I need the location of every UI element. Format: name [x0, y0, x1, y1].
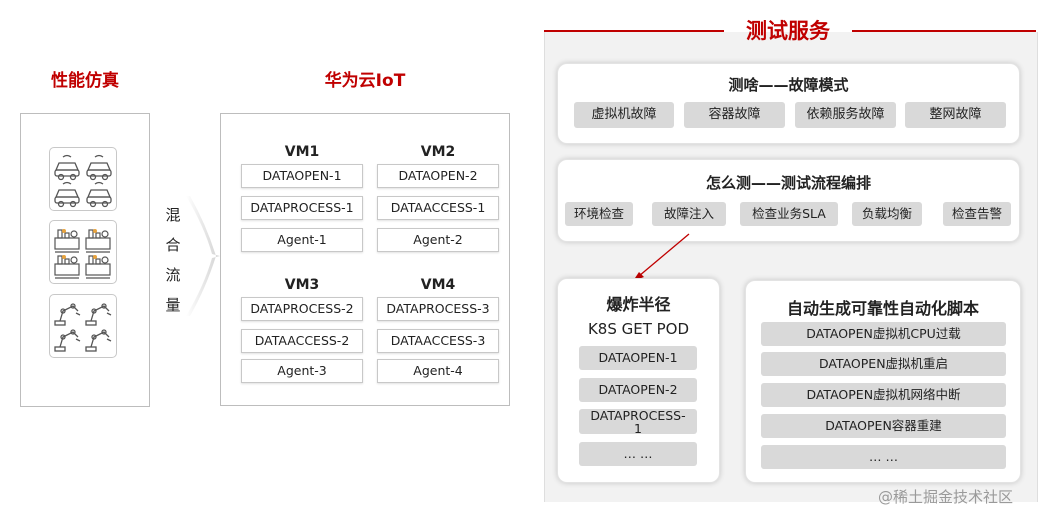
vm3-item: DATAPROCESS-2 — [241, 297, 363, 321]
test-flow-chip: 环境检查 — [565, 202, 633, 226]
vm1-item: DATAPROCESS-1 — [241, 196, 363, 220]
vm2-item: DATAOPEN-2 — [377, 164, 499, 188]
test-flow-title: 怎么测——测试流程编排 — [705, 174, 871, 192]
test-flow-chip: 故障注入 — [652, 202, 726, 226]
auto-script-item: DATAOPEN虚拟机重启 — [761, 352, 1006, 376]
watermark: @稀土掘金技术社区 — [878, 488, 1014, 506]
vm2-title: VM2 — [420, 144, 456, 160]
vm3-item: Agent-3 — [241, 359, 363, 383]
fault-mode-title: 测啥——故障模式 — [728, 76, 849, 94]
auto-script-item: DATAOPEN虚拟机网络中断 — [761, 383, 1006, 407]
iot-box — [220, 113, 510, 406]
perf-sim-title: 性能仿真 — [51, 71, 119, 91]
auto-script-item: DATAOPEN虚拟机CPU过载 — [761, 322, 1006, 346]
factory-icon — [49, 220, 117, 284]
auto-script-title: 自动生成可靠性自动化脚本 — [786, 299, 979, 318]
blast-radius-item: DATAPROCESS- 1 — [579, 409, 697, 434]
vm1-title: VM1 — [284, 144, 320, 160]
service-title: 测试服务 — [746, 19, 830, 43]
service-title-line-right — [852, 30, 1036, 32]
test-flow-chip: 负载均衡 — [852, 202, 922, 226]
blast-radius-item: DATAOPEN-1 — [579, 346, 697, 370]
blast-radius-item: … … — [579, 442, 697, 466]
vm1-item: DATAOPEN-1 — [241, 164, 363, 188]
vm4-item: DATAPROCESS-3 — [377, 297, 499, 321]
blast-radius-item: DATAOPEN-2 — [579, 378, 697, 402]
vm3-title: VM3 — [284, 277, 320, 293]
vm2-item: Agent-2 — [377, 228, 499, 252]
vm3-item: DATAACCESS-2 — [241, 329, 363, 353]
auto-script-item: DATAOPEN容器重建 — [761, 414, 1006, 438]
mixed-traffic-char: 合 — [165, 236, 181, 254]
vm4-item: DATAACCESS-3 — [377, 329, 499, 353]
service-title-line-left — [544, 30, 724, 32]
fault-mode-chip: 容器故障 — [684, 102, 785, 128]
mixed-traffic-char: 混 — [165, 206, 181, 224]
huawei-iot-title: 华为云IoT — [324, 71, 406, 91]
fault-mode-chip: 虚拟机故障 — [574, 102, 674, 128]
fault-mode-chip: 依赖服务故障 — [795, 102, 896, 128]
robot-arm-icon — [49, 294, 117, 358]
vm4-title: VM4 — [420, 277, 456, 293]
test-flow-panel: 怎么测——测试流程编排 — [557, 159, 1020, 242]
test-flow-chip: 检查告警 — [943, 202, 1011, 226]
fault-mode-chip: 整网故障 — [905, 102, 1006, 128]
auto-script-item: … … — [761, 445, 1006, 469]
mixed-traffic-char: 流 — [165, 266, 181, 284]
vm2-item: DATAACCESS-1 — [377, 196, 499, 220]
vehicles-icon — [49, 147, 117, 211]
mixed-traffic-label: 混 合 流 量 — [160, 200, 186, 320]
mixed-traffic-char: 量 — [165, 296, 181, 314]
vm4-item: Agent-4 — [377, 359, 499, 383]
traffic-flow-arrow — [186, 196, 220, 316]
test-flow-chip: 检查业务SLA — [740, 202, 838, 226]
vm1-item: Agent-1 — [241, 228, 363, 252]
blast-radius-title: 爆炸半径 — [606, 295, 671, 314]
blast-radius-subtitle: K8S GET POD — [587, 320, 690, 338]
